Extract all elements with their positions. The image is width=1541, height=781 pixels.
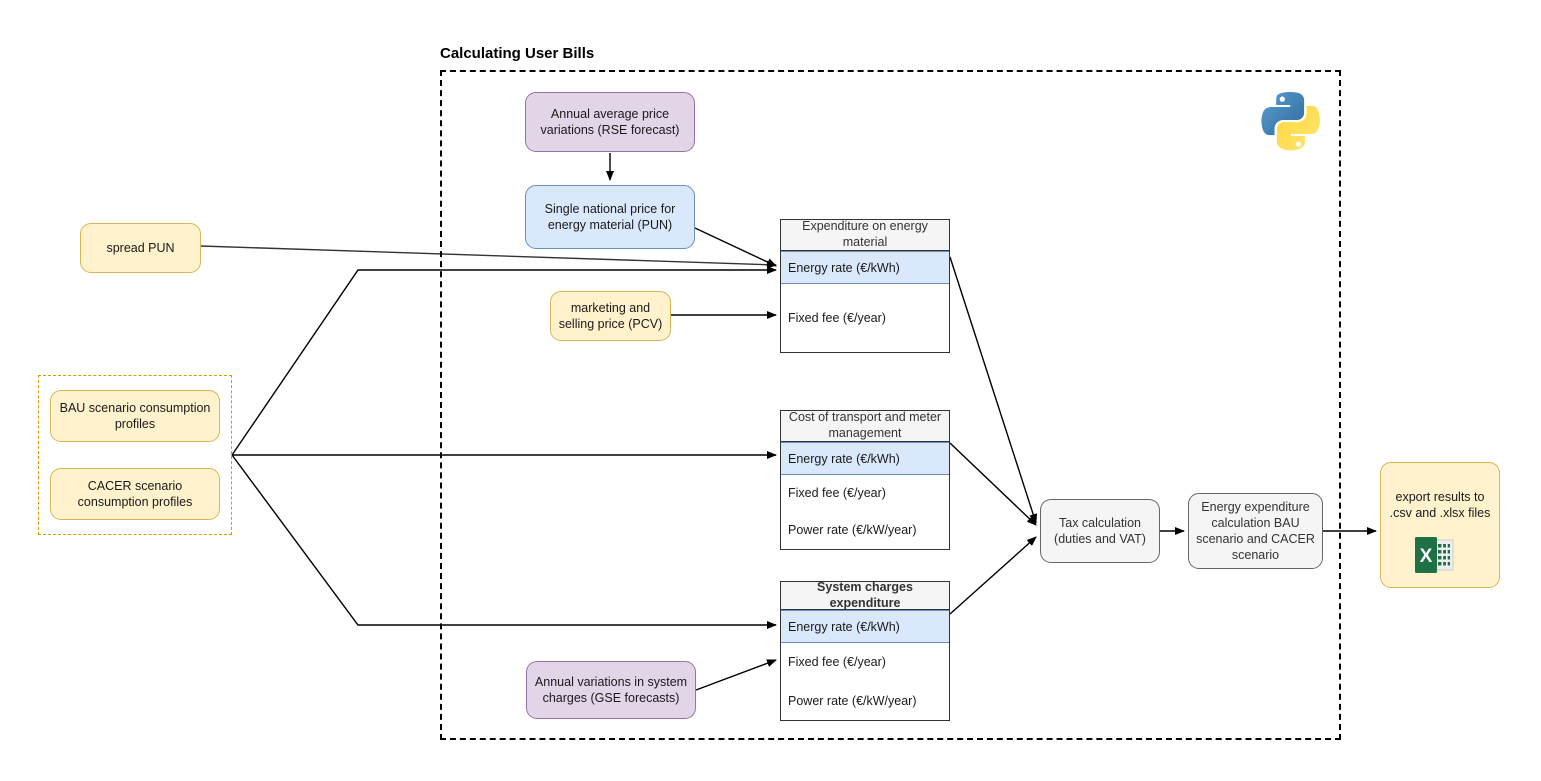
node-bau-label: BAU scenario consumption profiles	[59, 401, 211, 431]
table-3-row-fixed-fee[interactable]: Fixed fee (€/year)	[788, 655, 886, 669]
node-annual-average-price-variations[interactable]: Annual average price variations (RSE for…	[525, 92, 695, 152]
node-export-label: export results to .csv and .xlsx files	[1389, 490, 1491, 520]
node-single-national-price-pun[interactable]: Single national price for energy materia…	[525, 185, 695, 249]
table-3-row-energy-rate[interactable]: Energy rate (€/kWh)	[781, 610, 949, 643]
excel-icon: X	[1413, 535, 1455, 579]
table-system-charges-expenditure: System charges expenditure Energy rate (…	[780, 580, 950, 721]
node-tax-label: Tax calculation (duties and VAT)	[1054, 516, 1146, 546]
table-cost-of-transport-and-meter-management: Cost of transport and meter management E…	[780, 410, 950, 550]
table-1-row-energy-rate[interactable]: Energy rate (€/kWh)	[781, 251, 949, 284]
node-annual-variations-system-charges[interactable]: Annual variations in system charges (GSE…	[526, 661, 696, 719]
node-spread-pun-label: spread PUN	[106, 241, 175, 255]
node-tax-calculation[interactable]: Tax calculation (duties and VAT)	[1040, 499, 1160, 563]
node-pun-label: Single national price for energy materia…	[544, 202, 676, 232]
node-export-results[interactable]: export results to .csv and .xlsx files	[1380, 462, 1500, 588]
node-rse-label: Annual average price variations (RSE for…	[540, 107, 680, 137]
table-1-header: Expenditure on energy material	[781, 219, 949, 251]
table-2-row-energy-rate[interactable]: Energy rate (€/kWh)	[781, 442, 949, 475]
table-3-header: System charges expenditure	[781, 580, 949, 610]
python-logo	[1258, 88, 1322, 157]
node-cacer-label: CACER scenario consumption profiles	[77, 479, 193, 509]
table-2-row-power-rate[interactable]: Power rate (€/kW/year)	[788, 522, 917, 537]
node-bau-scenario-consumption-profiles[interactable]: BAU scenario consumption profiles	[50, 390, 220, 442]
node-cacer-scenario-consumption-profiles[interactable]: CACER scenario consumption profiles	[50, 468, 220, 520]
node-pcv-label: marketing and selling price (PCV)	[558, 301, 663, 331]
group-title: Calculating User Bills	[440, 45, 595, 62]
node-spread-pun[interactable]: spread PUN	[80, 223, 201, 273]
table-1-row-fixed-fee[interactable]: Fixed fee (€/year)	[788, 311, 886, 325]
table-3-row-power-rate[interactable]: Power rate (€/kW/year)	[788, 693, 917, 708]
table-2-header: Cost of transport and meter management	[781, 410, 949, 442]
node-gse-label: Annual variations in system charges (GSE…	[534, 675, 688, 705]
calculating-user-bills-container	[440, 70, 1341, 740]
node-marketing-selling-price-pcv[interactable]: marketing and selling price (PCV)	[550, 291, 671, 341]
consumption-profiles-group	[38, 375, 232, 535]
table-expenditure-on-energy-material: Expenditure on energy material Energy ra…	[780, 219, 950, 353]
node-energy-expenditure-label: Energy expenditure calculation BAU scena…	[1196, 500, 1315, 562]
node-energy-expenditure-calculation[interactable]: Energy expenditure calculation BAU scena…	[1188, 493, 1323, 569]
svg-text:X: X	[1420, 546, 1433, 567]
table-2-row-fixed-fee[interactable]: Fixed fee (€/year)	[788, 485, 886, 500]
